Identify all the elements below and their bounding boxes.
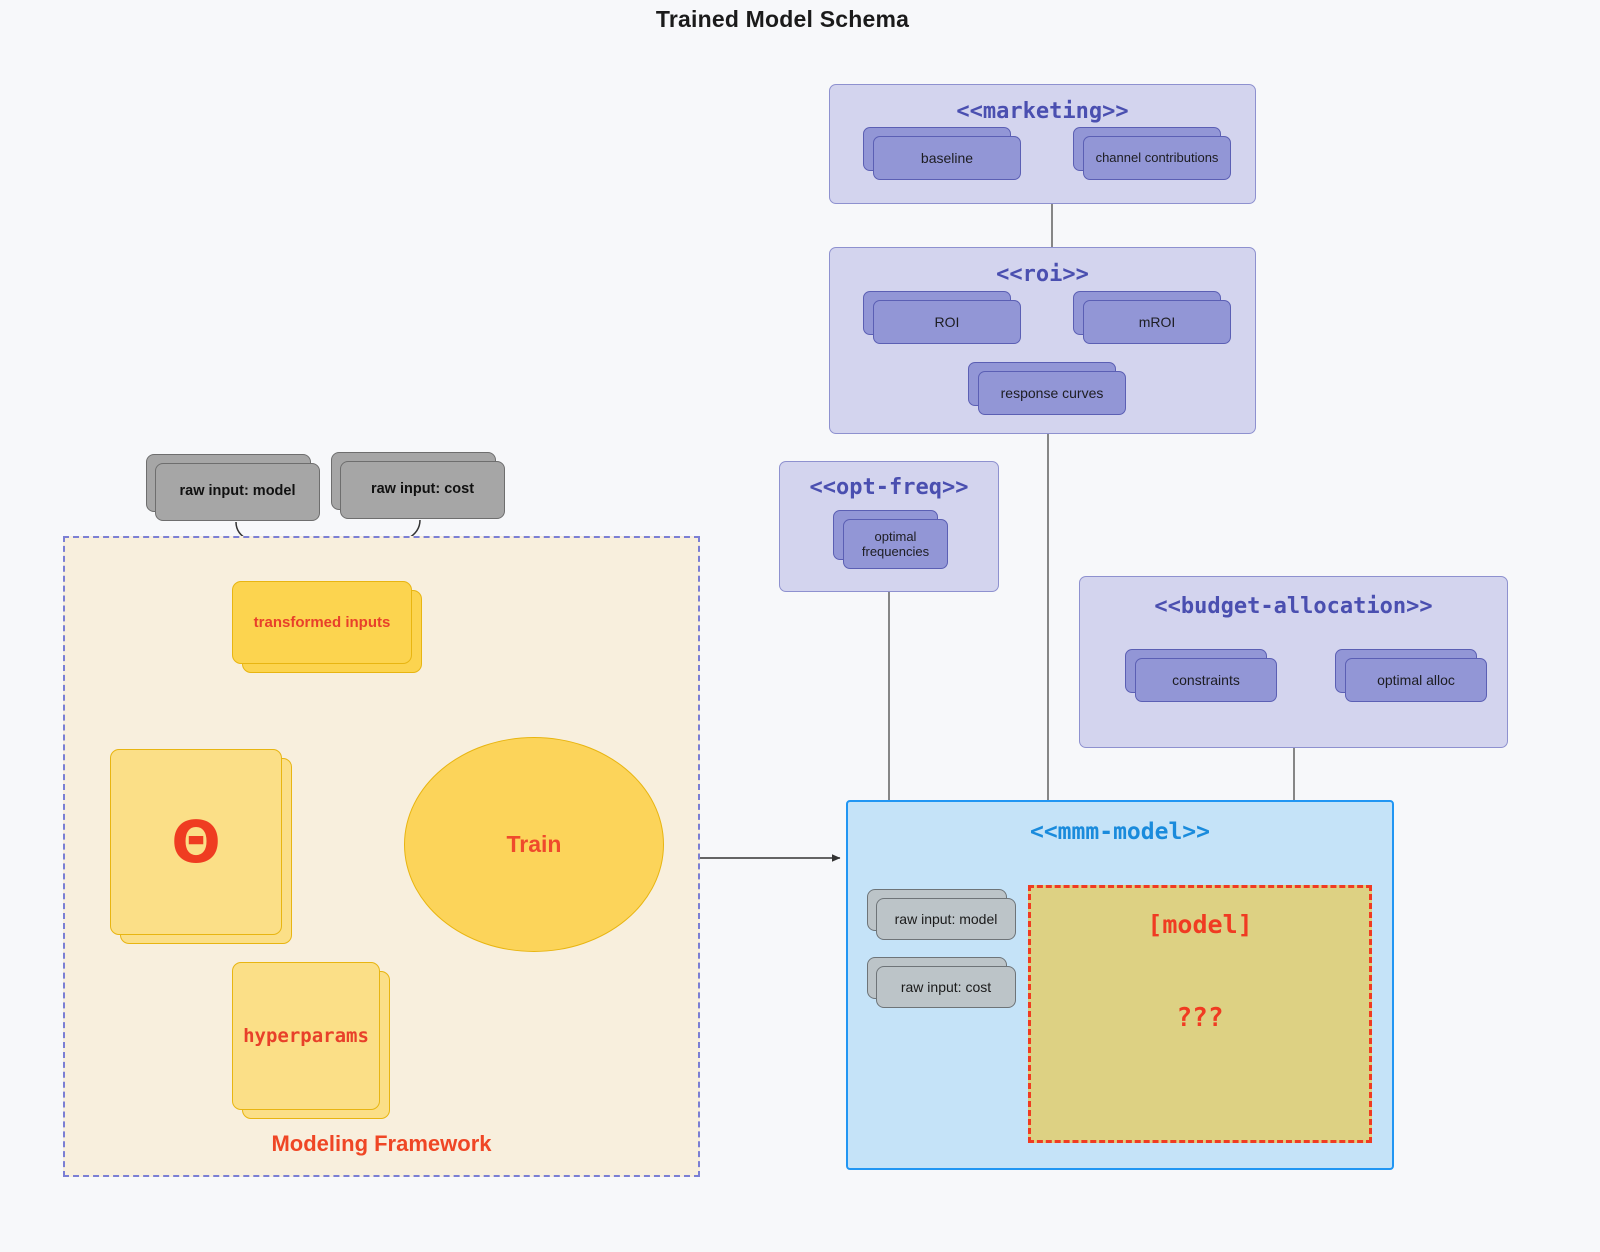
artifact-hyperparams[interactable]: hyperparams [232, 962, 390, 1119]
package-mmm-model-title: <<mmm-model>> [1029, 819, 1210, 845]
package-marketing[interactable]: <<marketing>> baseline channel contribut… [829, 84, 1256, 204]
artifact-label: constraints [1135, 658, 1277, 702]
artifact-raw-input-cost[interactable]: raw input: cost [331, 452, 505, 519]
artifact-label: mROI [1083, 300, 1231, 344]
artifact-label: optimal alloc [1345, 658, 1487, 702]
package-marketing-title: <<marketing>> [956, 99, 1129, 124]
artifact-label: channel contributions [1083, 136, 1231, 180]
artifact-label: raw input: model [155, 463, 320, 521]
artifact-channel-contributions[interactable]: channel contributions [1073, 127, 1231, 180]
theta-front: Θ [110, 749, 282, 935]
artifact-optimal-alloc[interactable]: optimal alloc [1335, 649, 1487, 702]
artifact-response-curves[interactable]: response curves [968, 362, 1126, 415]
artifact-label: baseline [873, 136, 1021, 180]
artifact-transformed-inputs[interactable]: transformed inputs [232, 581, 422, 673]
theta-icon: Θ [171, 808, 221, 876]
train-process-node[interactable]: Train [404, 737, 664, 952]
artifact-label: hyperparams [232, 962, 380, 1110]
model-unknown-label: ??? [1176, 1003, 1224, 1033]
train-label: Train [506, 831, 562, 857]
package-roi[interactable]: <<roi>> ROI mROI response curves [829, 247, 1256, 434]
artifact-mroi[interactable]: mROI [1073, 291, 1231, 344]
package-opt-freq-title: <<opt-freq>> [809, 475, 969, 500]
artifact-label: optimal frequencies [843, 519, 948, 569]
model-placeholder-label: [model] [1147, 910, 1253, 939]
artifact-theta[interactable]: Θ [110, 749, 292, 944]
modeling-framework-label: Modeling Framework [271, 1131, 492, 1156]
package-budget-allocation-title: <<budget-allocation>> [1154, 594, 1433, 619]
artifact-raw-input-model[interactable]: raw input: model [146, 454, 320, 521]
artifact-label: response curves [978, 371, 1126, 415]
artifact-label: ROI [873, 300, 1021, 344]
artifact-optimal-frequencies[interactable]: optimal frequencies [833, 510, 948, 569]
artifact-mmm-raw-input-model[interactable]: raw input: model [867, 889, 1016, 940]
model-placeholder-box[interactable]: [model] ??? [1028, 885, 1372, 1143]
page-title: Trained Model Schema [655, 6, 910, 32]
artifact-label: transformed inputs [232, 581, 412, 664]
artifact-mmm-raw-input-cost[interactable]: raw input: cost [867, 957, 1016, 1008]
package-roi-title: <<roi>> [996, 262, 1089, 287]
package-budget-allocation[interactable]: <<budget-allocation>> constraints optima… [1079, 576, 1508, 748]
artifact-label: raw input: model [876, 898, 1016, 940]
artifact-roi[interactable]: ROI [863, 291, 1021, 344]
artifact-label: raw input: cost [340, 461, 505, 519]
package-opt-freq[interactable]: <<opt-freq>> optimal frequencies [779, 461, 999, 592]
artifact-baseline[interactable]: baseline [863, 127, 1021, 180]
artifact-label: raw input: cost [876, 966, 1016, 1008]
package-mmm-model[interactable]: <<mmm-model>> raw input: model raw input… [846, 800, 1394, 1170]
artifact-constraints[interactable]: constraints [1125, 649, 1277, 702]
